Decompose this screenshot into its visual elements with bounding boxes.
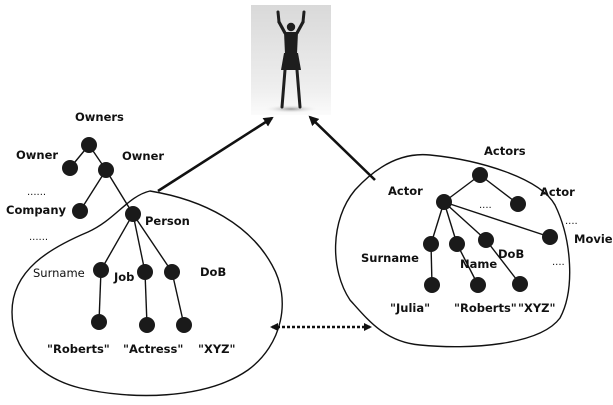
- surname-label: Surname: [361, 251, 419, 265]
- person-label: Person: [145, 214, 190, 228]
- dob-label: DoB: [200, 265, 226, 279]
- owner-left-label: Owner: [16, 148, 58, 162]
- tree-node: [164, 264, 180, 280]
- tree-node: [98, 162, 114, 178]
- actor-right-label: Actor: [540, 185, 575, 199]
- value-roberts: "Roberts": [454, 301, 517, 315]
- tree-node: [137, 264, 153, 280]
- ellipsis-label: ....: [479, 200, 492, 211]
- value-roberts: "Roberts": [47, 342, 110, 356]
- tree-node: [510, 196, 526, 212]
- ellipsis-label: ......: [29, 232, 48, 243]
- tree-node: [470, 277, 486, 293]
- arrow-left-to-figure: [157, 116, 274, 193]
- value-xyz: "XYZ": [518, 301, 556, 315]
- left-boundary-blob: [11, 190, 283, 397]
- value-xyz: "XYZ": [198, 342, 236, 356]
- value-actress: "Actress": [123, 342, 183, 356]
- movies-label: Movies: [574, 232, 613, 246]
- tree-node: [139, 317, 155, 333]
- left-tree-nodes: [62, 137, 192, 333]
- ellipsis-label: ....: [565, 216, 578, 227]
- ellipsis-label: ......: [27, 187, 46, 198]
- dob-label: DoB: [498, 247, 524, 261]
- ellipsis-label: ....: [552, 257, 565, 268]
- tree-node: [478, 232, 494, 248]
- owner-right-label: Owner: [122, 149, 164, 163]
- tree-node: [449, 236, 465, 252]
- tree-node: [176, 317, 192, 333]
- tree-node: [91, 314, 107, 330]
- right-tree-nodes: [423, 167, 558, 293]
- value-julia: "Julia": [390, 301, 430, 315]
- actors-label: Actors: [484, 144, 526, 158]
- arrow-right-to-figure: [308, 115, 376, 181]
- tree-node: [423, 236, 439, 252]
- tree-node: [512, 276, 528, 292]
- tree-node: [436, 194, 452, 210]
- tree-node: [81, 137, 97, 153]
- surname-label: Surname: [33, 266, 85, 280]
- tree-node: [424, 277, 440, 293]
- tree-node: [125, 206, 141, 222]
- company-label: Company: [6, 203, 67, 217]
- tree-node: [62, 160, 78, 176]
- right-boundary-blob: [334, 153, 571, 348]
- left-tree-edges: [69, 144, 185, 326]
- tree-node: [542, 229, 558, 245]
- job-label: Job: [113, 270, 134, 284]
- person-arms-raised-photo: [251, 5, 331, 115]
- actor-left-label: Actor: [388, 184, 423, 198]
- owners-label: Owners: [75, 110, 124, 124]
- tree-node: [72, 203, 88, 219]
- tree-node: [472, 167, 488, 183]
- tree-node: [93, 262, 109, 278]
- name-label: Name: [460, 257, 497, 271]
